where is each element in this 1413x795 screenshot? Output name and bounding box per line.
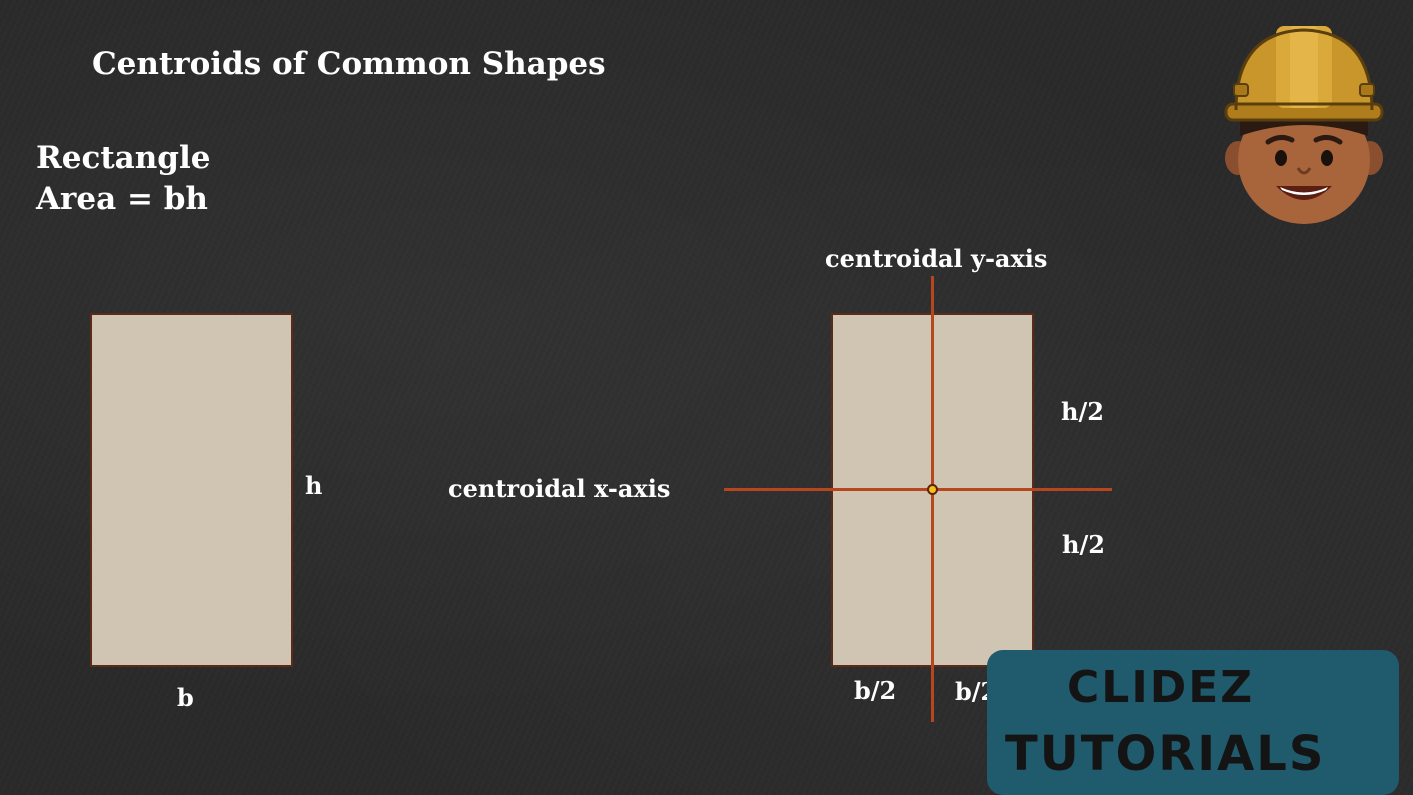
logo-line-2: TUTORIALS <box>1005 726 1326 782</box>
area-formula: Area = bh <box>36 181 208 217</box>
rectangle-shape <box>90 313 293 667</box>
half-height-lower-label: h/2 <box>1062 530 1105 559</box>
centroidal-x-axis-label: centroidal x-axis <box>448 474 671 503</box>
centroidal-y-axis-line <box>931 276 934 722</box>
half-base-left-label: b/2 <box>854 676 897 705</box>
centroidal-x-axis-line <box>724 488 1112 491</box>
base-label: b <box>177 683 194 712</box>
engineer-mascot-icon <box>1224 26 1384 224</box>
logo-line-1: CLIDEZ <box>1067 662 1255 713</box>
slide-title: Centroids of Common Shapes <box>92 46 606 82</box>
height-label: h <box>305 471 323 500</box>
centroidal-y-axis-label: centroidal y-axis <box>825 244 1048 273</box>
centroid-point <box>927 484 938 495</box>
brand-logo: CLIDEZ TUTORIALS <box>987 650 1399 795</box>
shape-name: Rectangle <box>36 140 211 176</box>
half-height-upper-label: h/2 <box>1061 397 1104 426</box>
